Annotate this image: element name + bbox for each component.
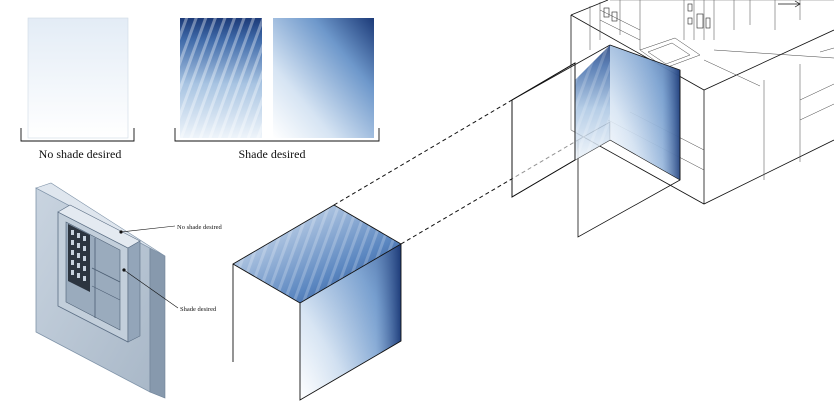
callout-leader-no-shade <box>120 225 176 233</box>
shade-label: Shade desired <box>239 147 306 161</box>
building-axonometric <box>511 0 834 238</box>
building-shade-panels <box>511 44 681 198</box>
no-shade-label: No shade desired <box>39 147 122 161</box>
callout-shade: Shade desired <box>180 306 217 313</box>
callout-no-shade: No shade desired <box>177 224 223 231</box>
shade-thumbnail-1 <box>180 18 262 138</box>
shade-heatmap-box <box>232 204 402 401</box>
window-wall-model-icon <box>35 182 166 399</box>
callout-leader-shade <box>123 269 179 309</box>
shade-thumbnail-2 <box>273 18 374 138</box>
shade-bracket <box>174 128 380 142</box>
arrow-icon <box>778 0 801 8</box>
no-shade-bracket <box>20 128 135 142</box>
no-shade-thumbnail <box>27 17 129 139</box>
